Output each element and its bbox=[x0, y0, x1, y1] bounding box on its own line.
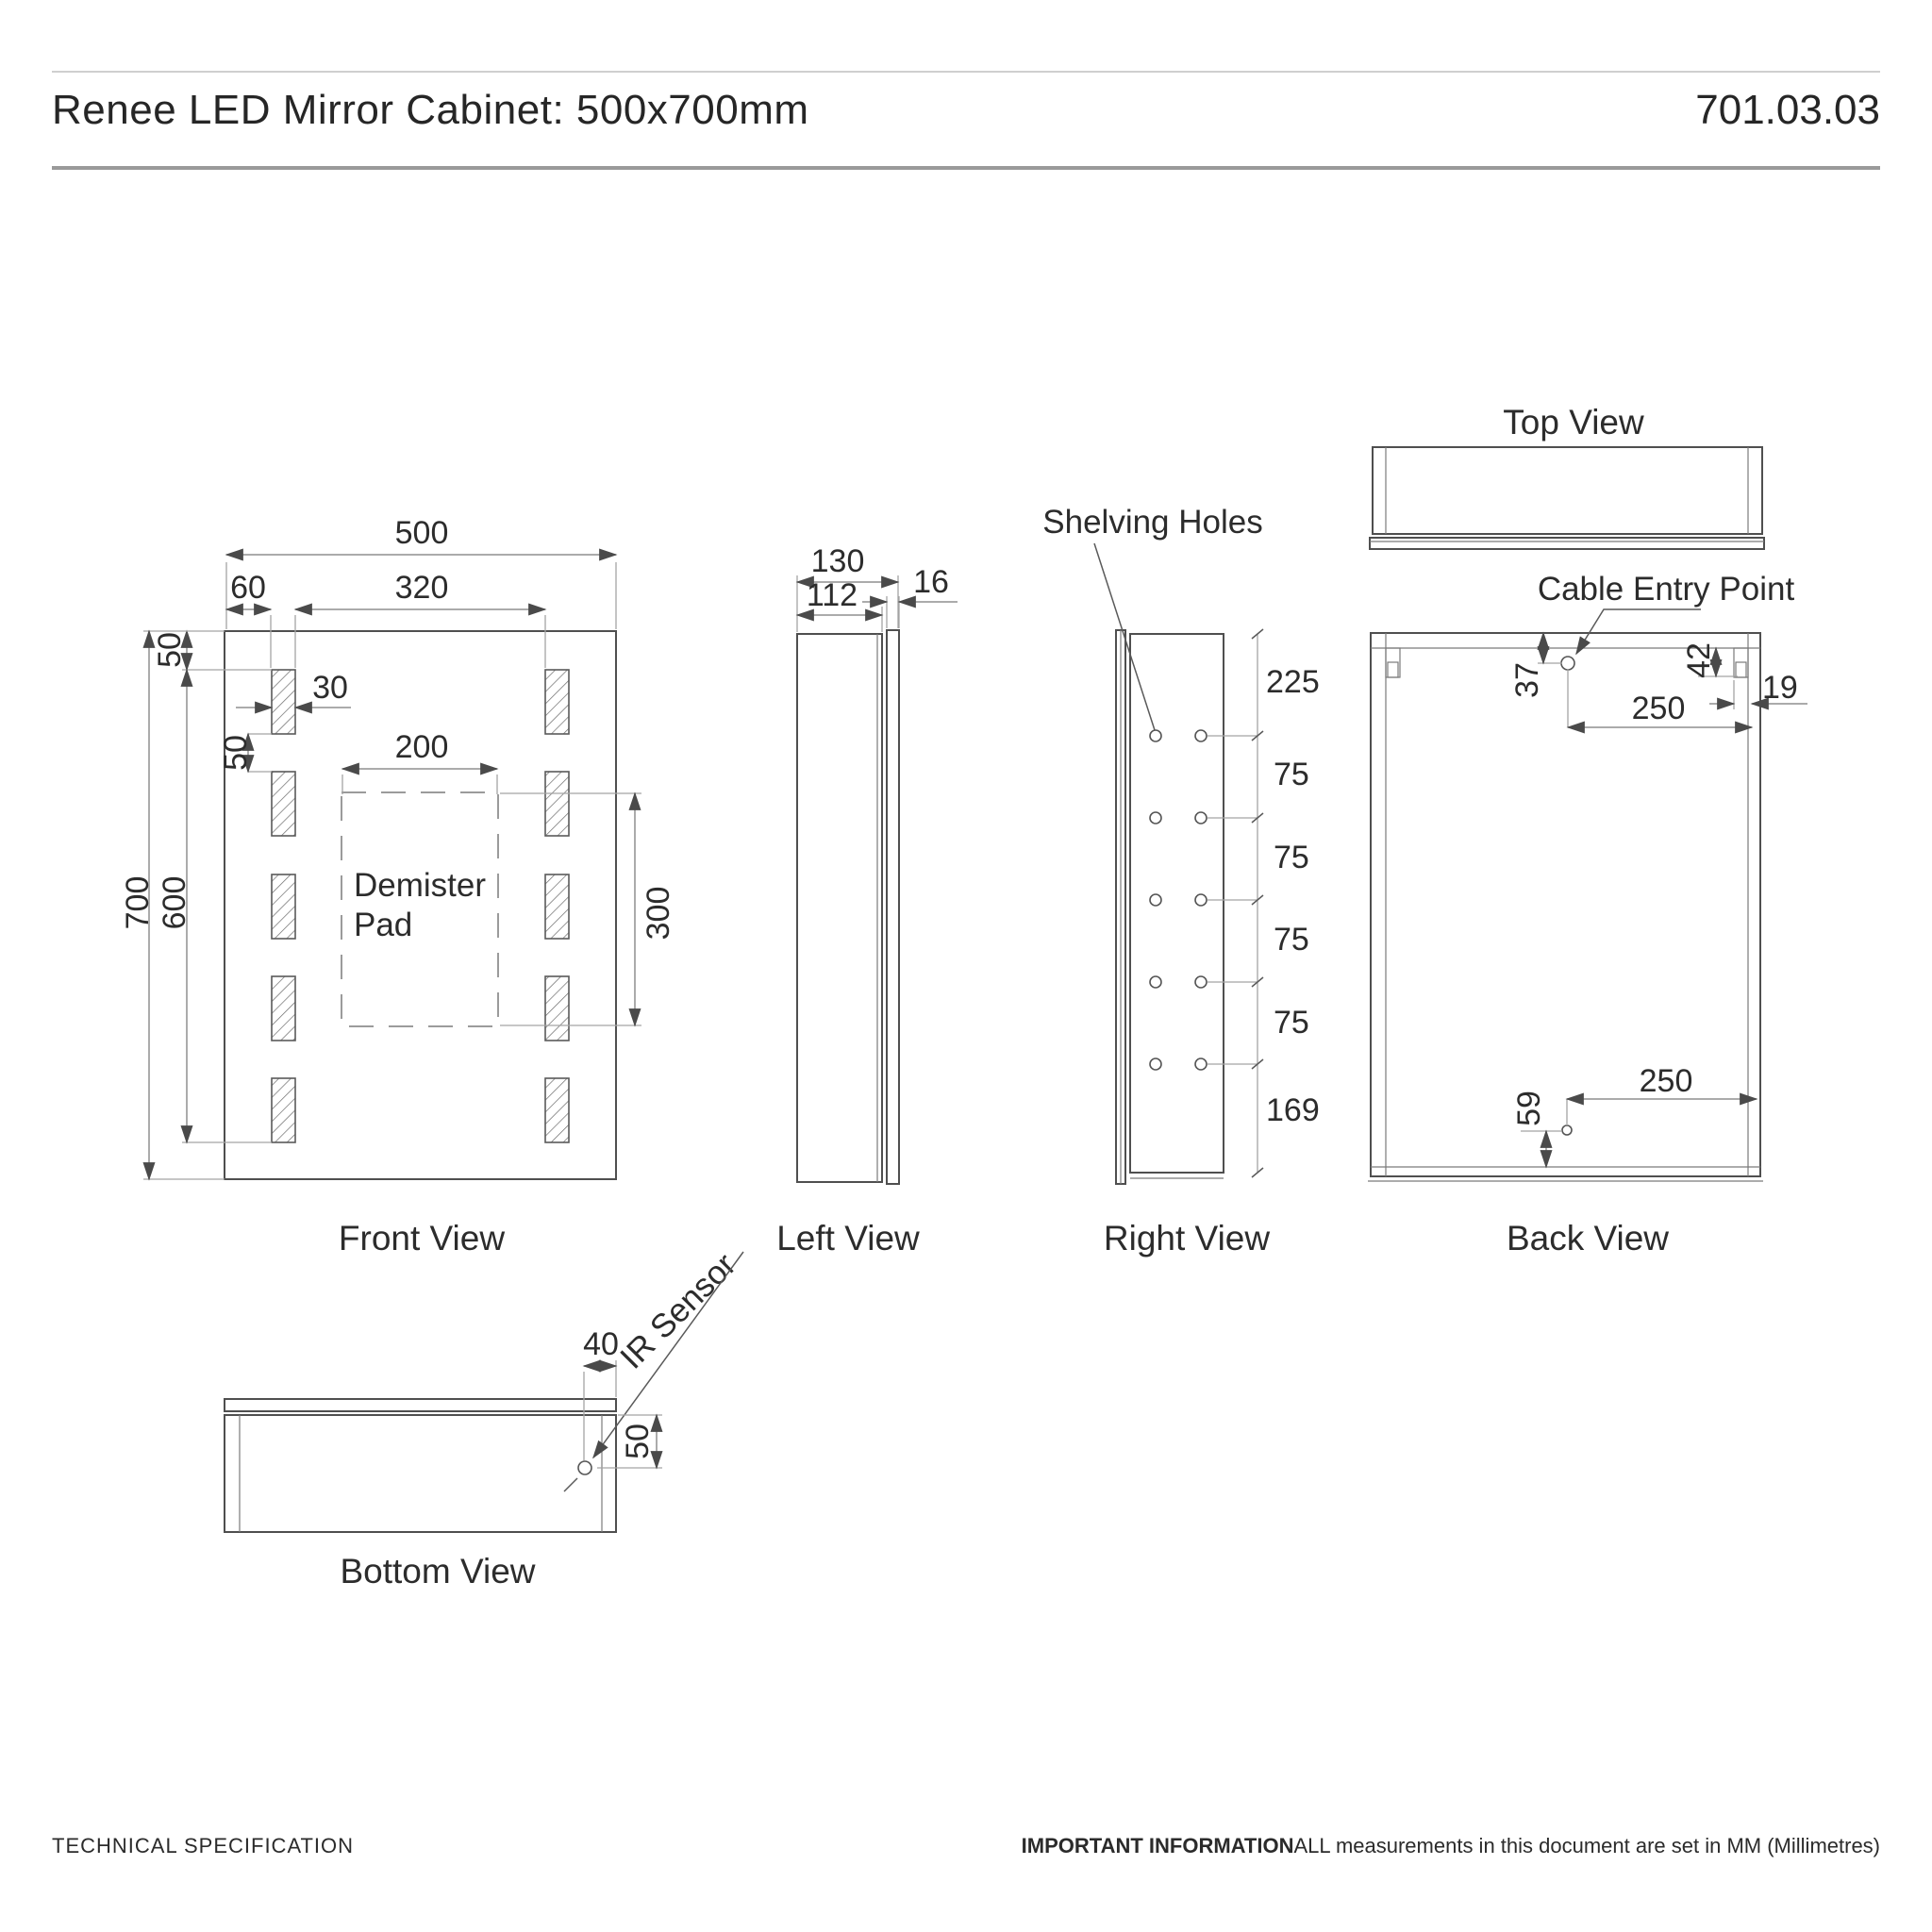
left-view-label: Left View bbox=[776, 1219, 920, 1257]
shelving-hole bbox=[1194, 811, 1208, 824]
dim-left-body: 112 bbox=[807, 577, 858, 613]
led-strip bbox=[544, 1077, 570, 1143]
ir-sensor-label: IR Sensor bbox=[613, 1246, 743, 1376]
shelving-hole bbox=[1149, 893, 1162, 907]
dim-right-bottom: 169 bbox=[1266, 1092, 1320, 1128]
dim-front-left-offset: 60 bbox=[230, 570, 266, 606]
led-strip bbox=[544, 874, 570, 940]
dim-front-strip-gap: 50 bbox=[218, 735, 254, 771]
dim-right-top: 225 bbox=[1266, 664, 1320, 700]
shelving-hole bbox=[1194, 893, 1208, 907]
header-bottom-rule bbox=[52, 166, 1880, 170]
dim-front-demister-height: 300 bbox=[641, 887, 676, 941]
left-view: 130 112 16 Left View bbox=[776, 543, 958, 1257]
dim-front-demister-width: 200 bbox=[395, 729, 449, 765]
top-view-label: Top View bbox=[1503, 403, 1644, 441]
back-view: Cable Entry Point 37 42 250 19 59 bbox=[1368, 571, 1807, 1257]
top-view: Top View bbox=[1369, 403, 1765, 550]
right-view-label: Right View bbox=[1104, 1219, 1270, 1257]
shelving-hole bbox=[1194, 729, 1208, 742]
dim-back-cable-top: 37 bbox=[1509, 662, 1545, 698]
front-view: Demister Pad 500 60 320 30 50 bbox=[120, 515, 676, 1257]
dim-front-led-span: 600 bbox=[157, 876, 192, 930]
footer-important-label: IMPORTANT INFORMATION bbox=[1021, 1834, 1294, 1857]
led-strip bbox=[271, 975, 296, 1041]
header-top-rule bbox=[52, 71, 1880, 73]
dim-front-top-gap: 50 bbox=[152, 632, 188, 668]
dim-back-bracket-inset: 19 bbox=[1762, 670, 1798, 706]
cable-entry-label: Cable Entry Point bbox=[1538, 571, 1795, 608]
document-number: 701.03.03 bbox=[1695, 87, 1880, 133]
footer-right-text: IMPORTANT INFORMATIONALL measurements in… bbox=[1022, 1834, 1880, 1858]
shelving-hole bbox=[1149, 975, 1162, 989]
led-strip bbox=[271, 874, 296, 940]
page-title: Renee LED Mirror Cabinet: 500x700mm bbox=[52, 87, 809, 133]
dim-front-strip-width: 30 bbox=[312, 670, 348, 706]
dim-back-bracket-height: 42 bbox=[1681, 642, 1717, 678]
dim-front-between-strips: 320 bbox=[395, 570, 449, 606]
dim-front-width: 500 bbox=[395, 515, 449, 551]
left-body-outline bbox=[796, 633, 883, 1183]
led-strip bbox=[271, 771, 296, 837]
front-cabinet-outline bbox=[224, 630, 617, 1180]
dim-right-gap4: 75 bbox=[1274, 1005, 1309, 1041]
dim-bottom-sensor-front: 50 bbox=[620, 1424, 656, 1459]
bottom-body-outline bbox=[224, 1414, 617, 1533]
left-door-outline bbox=[886, 629, 900, 1185]
dim-back-cable-right: 250 bbox=[1632, 691, 1686, 726]
shelving-holes-label: Shelving Holes bbox=[1042, 504, 1262, 541]
led-strip bbox=[544, 975, 570, 1041]
led-strip bbox=[544, 669, 570, 735]
cable-entry-hole-bottom bbox=[1561, 1124, 1573, 1136]
dim-right-gap2: 75 bbox=[1274, 840, 1309, 875]
demister-pad-label-line1: Demister bbox=[354, 867, 486, 904]
dim-right-gap3: 75 bbox=[1274, 922, 1309, 958]
bottom-view-label: Bottom View bbox=[340, 1552, 535, 1591]
right-view: 225 75 75 75 75 169 Shelving Holes Right… bbox=[1042, 504, 1319, 1257]
bottom-door-outline bbox=[224, 1398, 617, 1412]
hanging-bracket-slot bbox=[1735, 661, 1747, 678]
dim-back-bottom-cable-right: 250 bbox=[1640, 1063, 1693, 1099]
dim-right-gap1: 75 bbox=[1274, 757, 1309, 792]
back-outline bbox=[1370, 632, 1761, 1177]
dim-bottom-sensor-right: 40 bbox=[583, 1326, 619, 1362]
front-view-label: Front View bbox=[339, 1219, 505, 1257]
dim-front-height: 700 bbox=[120, 876, 156, 930]
hanging-bracket-slot bbox=[1387, 661, 1399, 678]
footer-left-text: TECHNICAL SPECIFICATION bbox=[52, 1834, 355, 1857]
demister-pad-label-line2: Pad bbox=[354, 907, 412, 943]
dim-left-door: 16 bbox=[913, 564, 949, 600]
shelving-hole bbox=[1149, 811, 1162, 824]
dim-back-cable-bottom: 59 bbox=[1511, 1091, 1547, 1126]
shelving-hole bbox=[1149, 1058, 1162, 1071]
back-view-label: Back View bbox=[1507, 1219, 1669, 1257]
shelving-hole bbox=[1194, 1058, 1208, 1071]
footer-important-text: ALL measurements in this document are se… bbox=[1293, 1834, 1881, 1857]
bottom-view: IR Sensor 40 50 Bottom View bbox=[224, 1246, 744, 1591]
led-strip bbox=[271, 669, 296, 735]
ir-sensor-hole bbox=[577, 1460, 592, 1475]
dim-left-depth: 130 bbox=[811, 543, 865, 579]
shelving-hole bbox=[1149, 729, 1162, 742]
top-door-outline bbox=[1369, 537, 1765, 550]
shelving-hole bbox=[1194, 975, 1208, 989]
right-body-outline bbox=[1129, 633, 1224, 1174]
cable-entry-hole bbox=[1560, 656, 1575, 671]
top-body-outline bbox=[1372, 446, 1763, 535]
led-strip bbox=[271, 1077, 296, 1143]
led-strip bbox=[544, 771, 570, 837]
